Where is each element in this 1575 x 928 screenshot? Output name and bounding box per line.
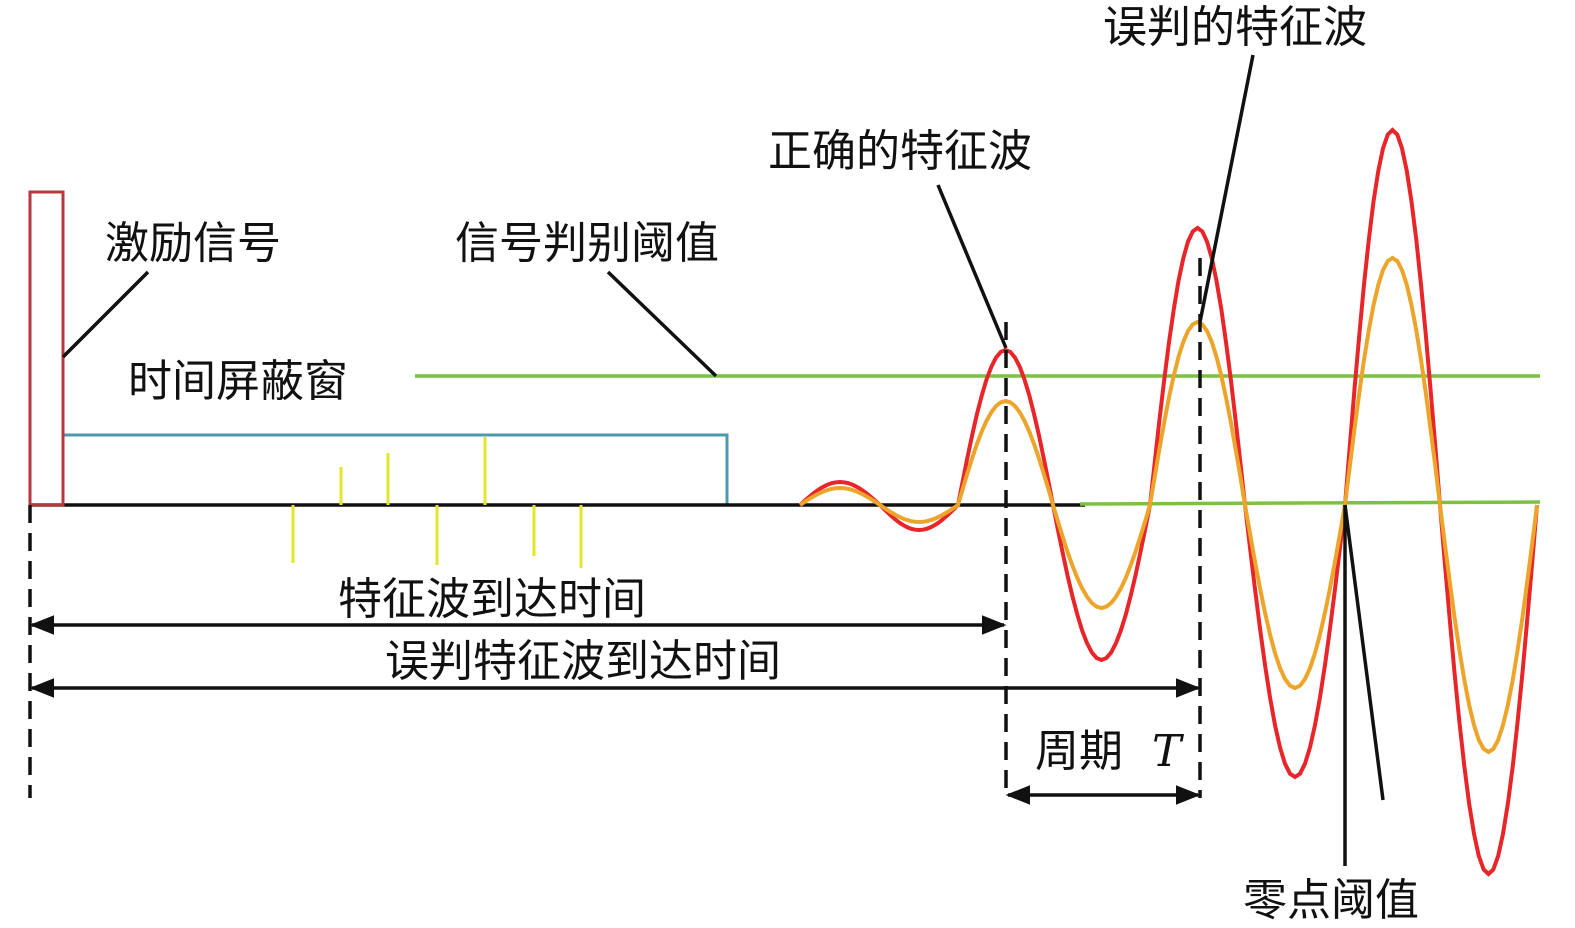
label-misjudged-wave: 误判的特征波 [1103, 2, 1367, 53]
time-mask-window [63, 433, 729, 505]
zero-threshold-line [1079, 500, 1541, 506]
leader-excitation [61, 270, 150, 359]
leader-correct [936, 184, 1008, 349]
label-excitation-signal: 激励信号 [105, 218, 281, 269]
leader-misjudged [1198, 54, 1255, 323]
wave-orange [798, 255, 1539, 755]
label-period: 周期 [1035, 726, 1123, 777]
label-zero-threshold: 零点阈值 [1243, 875, 1419, 926]
label-threshold: 信号判别阈值 [455, 218, 719, 269]
noise-spikes [291, 437, 583, 568]
leader-zero-2 [1343, 504, 1385, 801]
label-time-mask-window: 时间屏蔽窗 [128, 356, 348, 407]
leader-threshold [606, 270, 718, 378]
label-arrival-time: 特征波到达时间 [338, 574, 646, 625]
label-correct-wave: 正确的特征波 [768, 126, 1032, 177]
label-period-symbol: T [1152, 726, 1185, 777]
label-misjudged-arrival-time: 误判特征波到达时间 [385, 636, 781, 687]
excitation-pulse [28, 190, 65, 507]
